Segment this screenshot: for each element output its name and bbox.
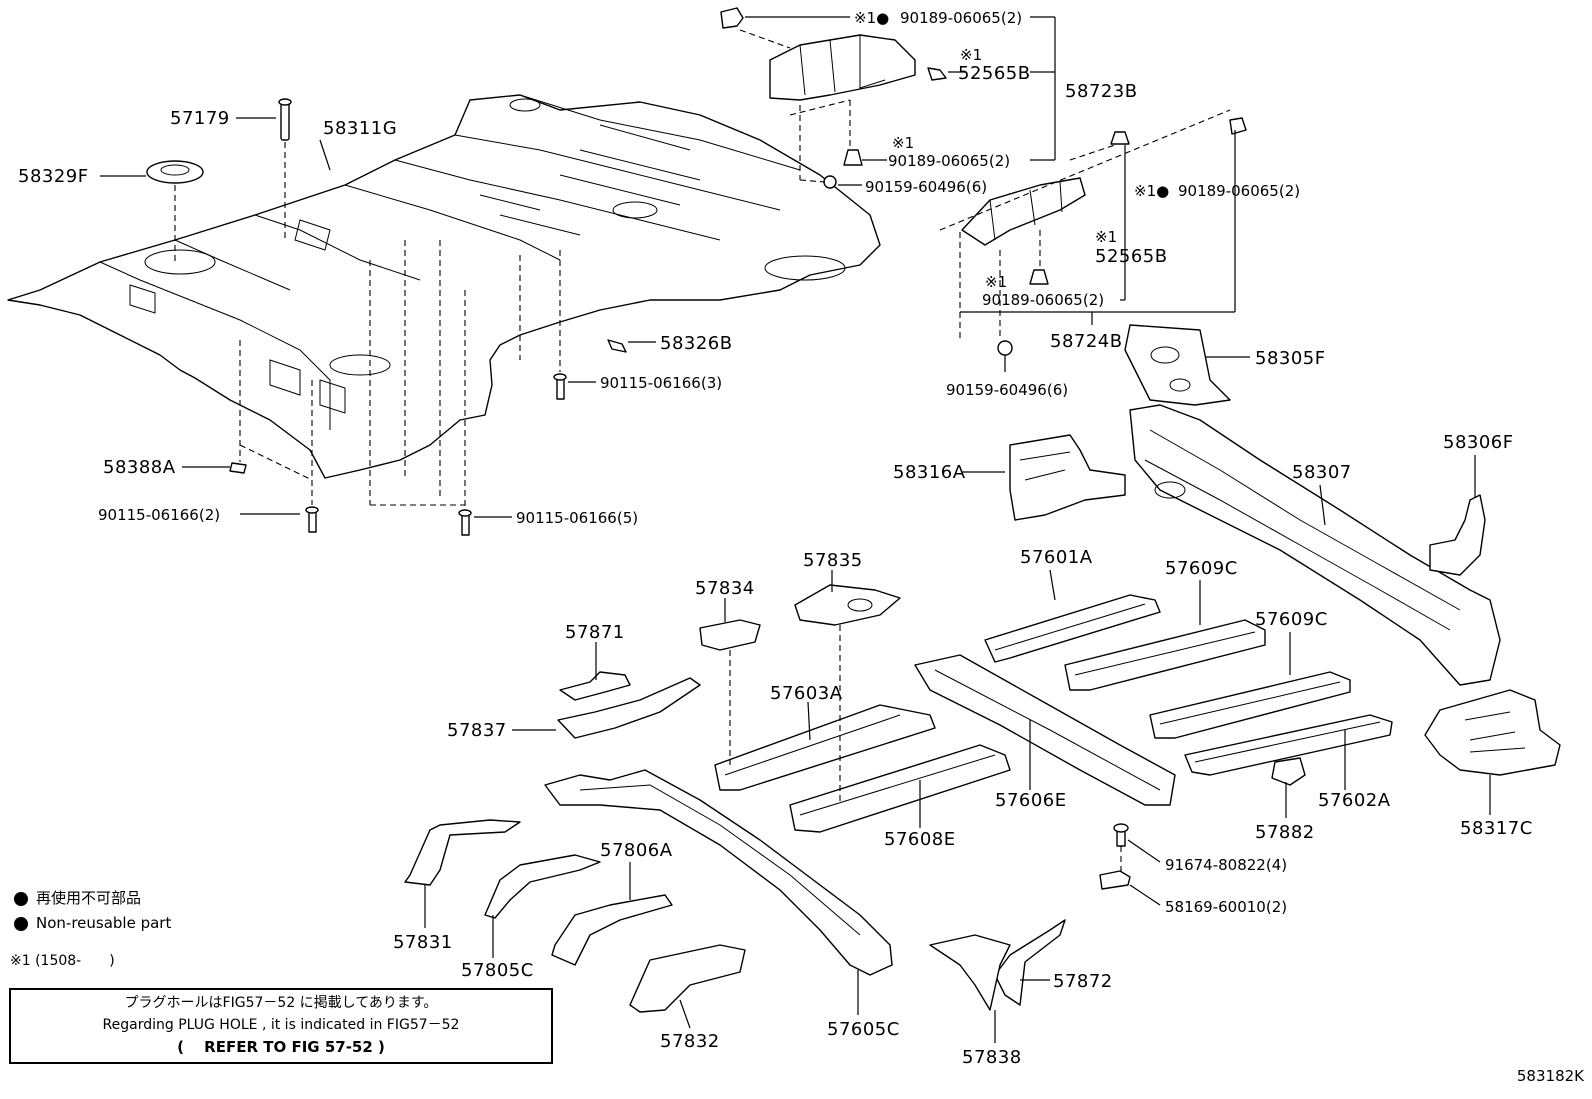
member-57609C-b [1149, 671, 1351, 739]
mark-x1-dot-right: ※1● [1134, 182, 1169, 200]
mark-x1-52565B-mid: ※1 [1095, 228, 1117, 246]
seal-58329F [146, 160, 204, 184]
label-58169: 58169-60010(2) [1165, 898, 1287, 916]
label-57882: 57882 [1255, 822, 1315, 843]
mark-x1-mid: ※1 [892, 134, 914, 152]
fastener-91674-58169 [1099, 823, 1131, 890]
label-90115-3: 90115-06166(3) [600, 374, 722, 392]
part-labels: 58311G 57179 58329F 58326B 90115-06166(3… [18, 9, 1533, 1068]
label-57805C: 57805C [461, 960, 534, 981]
bracket-57835 [794, 584, 901, 626]
bolt-icons-lower [229, 339, 627, 536]
label-52565B-top: 52565B [958, 63, 1031, 84]
bracket-57831 [404, 819, 521, 886]
non-reusable-dot-icon [14, 916, 28, 931]
label-58388A: 58388A [103, 457, 176, 478]
label-57871: 57871 [565, 622, 625, 643]
panel-58305F [1124, 324, 1231, 406]
floor-pan-58311G [7, 94, 881, 479]
non-reusable-dot-icon [14, 891, 28, 906]
bracket-57838 [929, 934, 1011, 1011]
label-57602A: 57602A [1318, 790, 1391, 811]
floor-guide-lines [174, 142, 561, 510]
label-57605C: 57605C [827, 1019, 900, 1040]
label-52565B-mid: 52565B [1095, 246, 1168, 267]
member-57605C [544, 769, 893, 976]
leader-lines [100, 16, 1491, 1043]
diagram-code: 583182K [1516, 1067, 1584, 1085]
bracket-58316A [1009, 434, 1126, 521]
bracket-57832 [629, 944, 746, 1013]
member-57606E [914, 654, 1176, 806]
label-58326B: 58326B [660, 333, 733, 354]
label-57603A: 57603A [770, 683, 843, 704]
label-57838: 57838 [962, 1047, 1022, 1068]
bracket-57872 [994, 919, 1066, 1006]
bracket-57806A [551, 894, 673, 966]
label-58329F: 58329F [18, 166, 89, 187]
label-57609C-a: 57609C [1165, 558, 1238, 579]
label-57606E: 57606E [995, 790, 1067, 811]
label-57832: 57832 [660, 1031, 720, 1052]
mark-x1-low: ※1 [985, 273, 1007, 291]
note-line-en: Regarding PLUG HOLE , it is indicated in… [102, 1017, 460, 1033]
label-90189-low: 90189-06065(2) [982, 291, 1104, 309]
label-58317C: 58317C [1460, 818, 1533, 839]
label-90189-right: 90189-06065(2) [1178, 182, 1300, 200]
bracket-57837 [557, 677, 701, 739]
label-57835: 57835 [803, 550, 863, 571]
label-58311G: 58311G [323, 118, 397, 139]
label-58306F: 58306F [1443, 432, 1514, 453]
legend: 再使用不可部品 Non-reusable part [14, 886, 171, 936]
lower-guide-lines [729, 625, 841, 805]
note-ref: ( REFER TO FIG 57-52 ) [177, 1038, 385, 1056]
label-57179: 57179 [170, 108, 230, 129]
plug-hole-note: プラグホールはFIG57－52 に掲載してあります。 Regarding PLU… [9, 988, 553, 1064]
legend-row-jp: 再使用不可部品 [14, 886, 171, 911]
bolt-57179 [278, 98, 292, 141]
label-90189-top: 90189-06065(2) [900, 9, 1022, 27]
footnote-x1: ※1 (1508- ) [10, 953, 115, 969]
label-91674: 91674-80822(4) [1165, 856, 1287, 874]
label-57831: 57831 [393, 932, 453, 953]
panel-58317C [1424, 689, 1561, 776]
bracket-58723B [720, 7, 947, 189]
label-57872: 57872 [1053, 971, 1113, 992]
label-90115-2: 90115-06166(2) [98, 506, 220, 524]
label-90115-5: 90115-06166(5) [516, 509, 638, 527]
member-57603A [714, 704, 936, 791]
mark-x1-dot-top: ※1● [854, 9, 889, 27]
label-57837: 57837 [447, 720, 507, 741]
legend-jp-text: 再使用不可部品 [36, 889, 142, 907]
bracket-57834 [699, 619, 761, 651]
member-57601A [984, 594, 1161, 663]
bracket-58306F [1429, 494, 1486, 576]
label-57608E: 57608E [884, 829, 956, 850]
member-57609C-a [1064, 619, 1266, 691]
legend-en-text: Non-reusable part [36, 914, 172, 932]
label-57806A: 57806A [600, 840, 673, 861]
mark-x1-52565B-top: ※1 [960, 46, 982, 64]
bracket-57882 [1271, 757, 1306, 786]
bracket-58724B [939, 109, 1247, 356]
legend-row-en: Non-reusable part [14, 911, 171, 936]
label-58305F: 58305F [1255, 348, 1326, 369]
member-57602A [1184, 714, 1393, 776]
label-58307: 58307 [1292, 462, 1352, 483]
label-58316A: 58316A [893, 462, 966, 483]
bracket-57805C [484, 854, 601, 919]
label-58723B: 58723B [1065, 81, 1138, 102]
label-57601A: 57601A [1020, 547, 1093, 568]
member-58307 [1129, 404, 1501, 686]
member-57608E [789, 744, 1011, 833]
bracket-57871 [559, 671, 631, 701]
note-line-jp: プラグホールはFIG57－52 に掲載してあります。 [124, 995, 438, 1011]
label-57834: 57834 [695, 578, 755, 599]
label-57609C-b: 57609C [1255, 609, 1328, 630]
label-58724B: 58724B [1050, 331, 1123, 352]
label-90159-top: 90159-60496(6) [865, 178, 987, 196]
label-90159-low: 90159-60496(6) [946, 381, 1068, 399]
label-90189-mid: 90189-06065(2) [888, 152, 1010, 170]
